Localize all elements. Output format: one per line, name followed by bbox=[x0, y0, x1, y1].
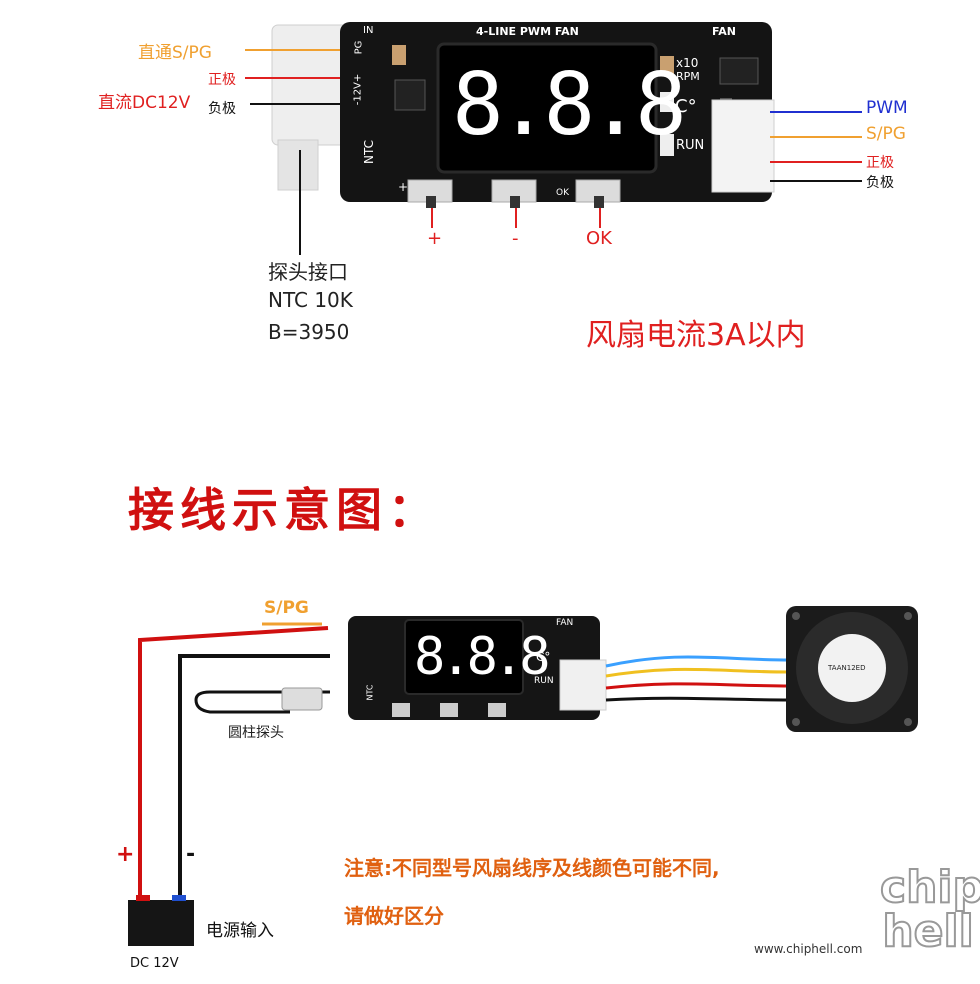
wiring-title: 接线示意图： bbox=[128, 483, 440, 537]
bottom-display-digits: 8.8.8 bbox=[414, 627, 551, 687]
fan-model-label: TAAN12ED bbox=[828, 664, 866, 672]
probe-tip bbox=[281, 687, 323, 711]
bottom-pcb-fan: FAN bbox=[556, 618, 574, 628]
left-connector bbox=[271, 24, 351, 146]
bottom-pcb-ntc: NTC bbox=[365, 684, 375, 701]
probe-note-line3: B=3950 bbox=[268, 320, 350, 344]
wire-red-power bbox=[138, 626, 329, 900]
label-positive-right: 正极 bbox=[866, 155, 894, 171]
watermark-logo: chip hell bbox=[879, 862, 980, 957]
label-negative-left: 负极 bbox=[208, 101, 236, 117]
pcb-celsius: C° bbox=[675, 96, 697, 117]
battery bbox=[128, 900, 194, 946]
warning-line1: 注意:不同型号风扇线序及线颜色可能不同, bbox=[344, 856, 720, 880]
top-display-digits: 8.8.8 bbox=[452, 55, 687, 155]
fan-sticker bbox=[818, 634, 886, 702]
right-connector bbox=[711, 99, 775, 193]
pcb-rpm: RPM bbox=[676, 70, 700, 83]
battery-plus: + bbox=[116, 842, 135, 867]
pcb-ok: OK bbox=[556, 188, 569, 198]
top-display bbox=[436, 42, 658, 174]
button-label-plus: + bbox=[427, 228, 443, 249]
watermark-url: www.chiphell.com bbox=[754, 942, 863, 956]
probe-note-line2: NTC 10K bbox=[268, 288, 353, 312]
label-dc12v: 直流DC12V bbox=[98, 93, 191, 113]
power-input-label: 电源输入 bbox=[206, 921, 274, 941]
label-positive-left: 正极 bbox=[208, 72, 236, 88]
probe-label: 圆柱探头 bbox=[228, 725, 284, 741]
warning-line2: 请做好区分 bbox=[344, 904, 444, 928]
bottom-display bbox=[404, 619, 524, 695]
pcb-header: 4-LINE PWM FAN bbox=[476, 25, 579, 38]
pcb-x10: x10 bbox=[676, 56, 699, 70]
probe-cable bbox=[194, 690, 330, 714]
bottom-pcb-celsius: C° bbox=[536, 650, 551, 664]
button-label-minus: - bbox=[512, 228, 519, 249]
pcb-plus: + bbox=[398, 180, 409, 194]
label-pwm: PWM bbox=[866, 98, 908, 118]
pcb-pg: PG bbox=[353, 40, 365, 55]
label-spg-right: S/PG bbox=[866, 124, 906, 144]
pcb-in-label: IN bbox=[363, 25, 374, 36]
label-negative-right: 负极 bbox=[866, 175, 894, 191]
wire-black-power bbox=[178, 654, 330, 900]
pcb-12v: -12V+ bbox=[352, 73, 364, 106]
pcb-ntc: NTC bbox=[361, 140, 376, 164]
battery-minus: - bbox=[186, 842, 196, 867]
probe-note-line1: 探头接口 bbox=[268, 260, 348, 284]
label-direct-spg: 直通S/PG bbox=[138, 43, 212, 63]
label-spg-bottom: S/PG bbox=[264, 598, 309, 618]
battery-label: DC 12V bbox=[130, 956, 179, 971]
bottom-pcb-run: RUN bbox=[534, 676, 554, 686]
current-note: 风扇电流3A以内 bbox=[586, 318, 806, 353]
pcb-fan-label: FAN bbox=[712, 25, 736, 38]
button-label-ok: OK bbox=[586, 228, 612, 249]
pcb-run: RUN bbox=[676, 138, 705, 153]
